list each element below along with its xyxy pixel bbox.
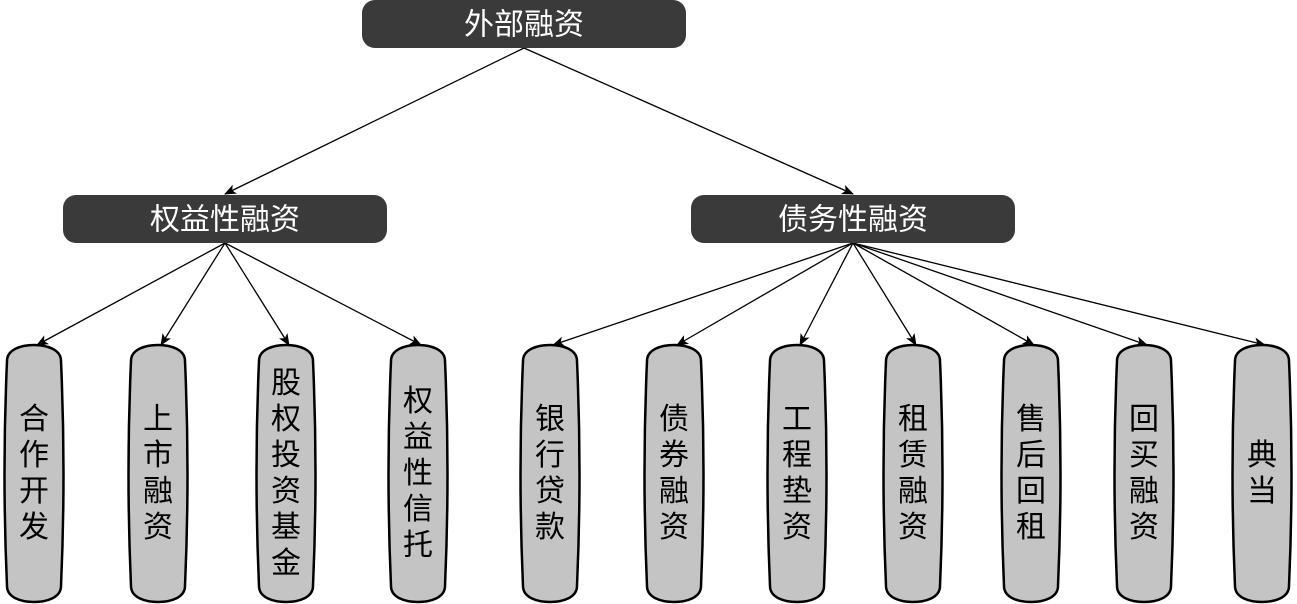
arrow-branch-1-to-leaf-6 (852, 242, 1266, 348)
leaf-node-0-0: 合作开发 (3, 343, 65, 604)
leaf-node-0-3-box (387, 343, 449, 604)
leaf-node-0-2-box (255, 343, 317, 604)
arrow-branch-0-to-leaf-1 (160, 242, 226, 346)
leaf-node-1-3-box (882, 343, 944, 604)
leaf-node-0-1: 上市融资 (127, 343, 189, 604)
arrow-branch-1-to-leaf-2 (799, 242, 854, 346)
branch-node-0: 权益性融资 (63, 195, 387, 243)
arrow-branch-1-to-leaf-3 (852, 242, 917, 346)
arrow-root-to-branch-1 (523, 47, 854, 195)
leaf-node-0-2: 股权投资基金 (255, 343, 317, 604)
leaf-node-0-0-label: 合作开发 (19, 402, 49, 545)
branch-node-0-box (63, 195, 387, 243)
leaf-node-1-1-box (643, 343, 705, 604)
arrow-branch-0-to-leaf-0 (36, 242, 226, 346)
leaf-node-1-6-label: 典当 (1247, 438, 1277, 509)
root-node-label: 外部融资 (464, 8, 584, 43)
leaf-node-1-5-label: 回买融资 (1129, 402, 1159, 545)
leaf-node-0-3: 权益性信托 (387, 343, 449, 604)
arrow-root-to-branch-0 (224, 47, 525, 195)
leaf-node-1-0-label: 银行贷款 (535, 402, 565, 545)
leaf-node-1-5-box (1113, 343, 1175, 604)
leaf-node-1-2: 工程垫资 (766, 343, 828, 604)
leaf-node-1-2-box (766, 343, 828, 604)
branch-node-0-label: 权益性融资 (150, 203, 300, 238)
leaf-node-1-6-box (1231, 343, 1293, 604)
leaf-node-1-1-label: 债券融资 (659, 402, 689, 545)
arrow-branch-1-to-leaf-1 (676, 242, 854, 346)
leaf-node-1-1: 债券融资 (643, 343, 705, 604)
arrow-branch-1-to-leaf-5 (852, 242, 1148, 347)
leaf-node-1-3: 租赁融资 (882, 343, 944, 604)
leaf-node-1-2-label: 工程垫资 (782, 402, 812, 545)
leaf-node-1-6: 典当 (1231, 343, 1293, 604)
arrow-branch-0-to-leaf-2 (224, 242, 290, 346)
connector-arrows (36, 47, 1266, 348)
arrow-branch-1-to-leaf-0 (552, 242, 854, 347)
branch-node-1: 债务性融资 (691, 195, 1015, 243)
leaf-node-1-4-label: 售后回租 (1016, 402, 1046, 545)
arrow-branch-1-to-leaf-4 (852, 242, 1035, 346)
leaf-node-0-0-box (3, 343, 65, 604)
leaf-node-0-3-label: 权益性信托 (403, 384, 433, 563)
leaf-node-0-1-box (127, 343, 189, 604)
leaf-node-1-0-box (519, 343, 581, 604)
arrow-branch-0-to-leaf-3 (224, 242, 422, 346)
leaf-node-0-2-label: 股权投资基金 (271, 366, 301, 581)
leaf-node-0-1-label: 上市融资 (143, 402, 173, 545)
leaf-node-1-3-label: 租赁融资 (898, 402, 928, 545)
root-node-box (362, 0, 686, 48)
branch-node-1-label: 债务性融资 (778, 203, 928, 238)
leaf-node-1-5: 回买融资 (1113, 343, 1175, 604)
leaf-node-1-4-box (1000, 343, 1062, 604)
root-node: 外部融资 (362, 0, 686, 48)
branch-node-1-box (691, 195, 1015, 243)
leaf-node-1-4: 售后回租 (1000, 343, 1062, 604)
leaf-node-1-0: 银行贷款 (519, 343, 581, 604)
